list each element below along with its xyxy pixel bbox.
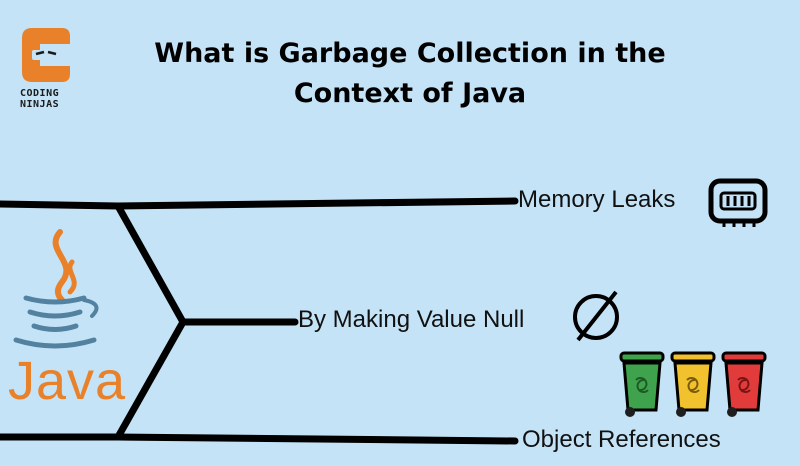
yellow-bin-icon [670, 351, 716, 417]
green-bin-icon [619, 351, 665, 417]
object-references-line [114, 433, 519, 445]
stem-top-line [0, 200, 122, 210]
page-title: What is Garbage Collection in the Contex… [120, 34, 700, 114]
logo-line-1: CODING [20, 88, 60, 99]
memory-chip-icon [708, 178, 768, 227]
java-wordmark: Java [8, 351, 127, 411]
memory-leaks-label: Memory Leaks [518, 186, 676, 213]
coding-ninjas-logo-icon [22, 28, 70, 82]
null-value-label: By Making Value Null [298, 306, 525, 333]
lower-diagonal-line [114, 318, 187, 441]
recycle-bins-icon [619, 351, 767, 417]
object-references-label: Object References [522, 426, 721, 453]
memory-leaks-line [114, 197, 519, 210]
title-line-2: Context of Java [293, 78, 527, 109]
java-coffee-cup-icon [13, 229, 99, 349]
title-line-1: What is Garbage Collection in the [154, 38, 666, 69]
logo-line-2: NINJAS [20, 99, 60, 110]
coding-ninjas-wordmark: CODING NINJAS [20, 88, 88, 110]
upper-diagonal-line [114, 202, 187, 326]
red-bin-icon [721, 351, 767, 417]
null-symbol-icon [573, 290, 619, 342]
